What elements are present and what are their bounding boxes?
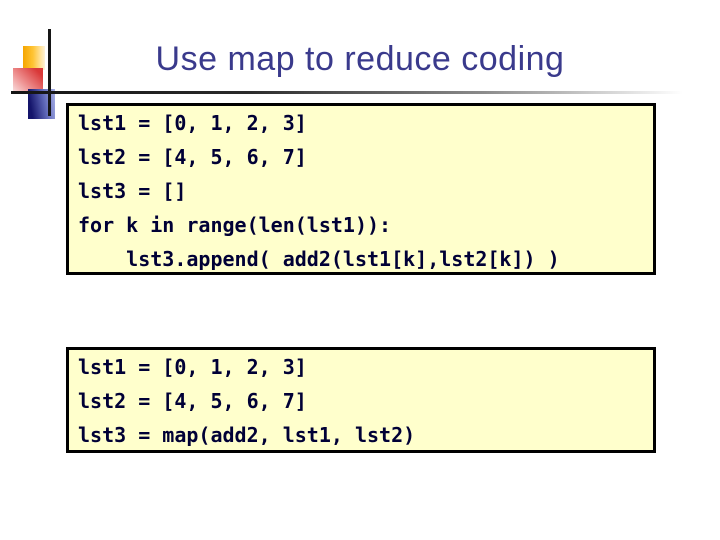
code-box-map-version: lst1 = [0, 1, 2, 3] lst2 = [4, 5, 6, 7] … xyxy=(66,347,656,453)
code-line: for k in range(len(lst1)): xyxy=(78,213,392,237)
code-line: lst1 = [0, 1, 2, 3] xyxy=(78,355,307,379)
vertical-line-decoration xyxy=(48,29,51,116)
code-box-loop-version: lst1 = [0, 1, 2, 3] lst2 = [4, 5, 6, 7] … xyxy=(66,103,656,275)
title-underline-rule xyxy=(11,91,683,94)
code-line: lst2 = [4, 5, 6, 7] xyxy=(78,145,307,169)
red-square-icon xyxy=(13,68,43,93)
gold-square-icon xyxy=(23,46,45,70)
code-line: lst1 = [0, 1, 2, 3] xyxy=(78,111,307,135)
code-line: lst3 = map(add2, lst1, lst2) xyxy=(78,423,416,447)
code-line: lst3 = [] xyxy=(78,179,187,203)
slide-title: Use map to reduce coding xyxy=(155,40,565,78)
code-line: lst3.append( add2(lst1[k],lst2[k]) ) xyxy=(78,247,560,271)
code-line: lst2 = [4, 5, 6, 7] xyxy=(78,389,307,413)
